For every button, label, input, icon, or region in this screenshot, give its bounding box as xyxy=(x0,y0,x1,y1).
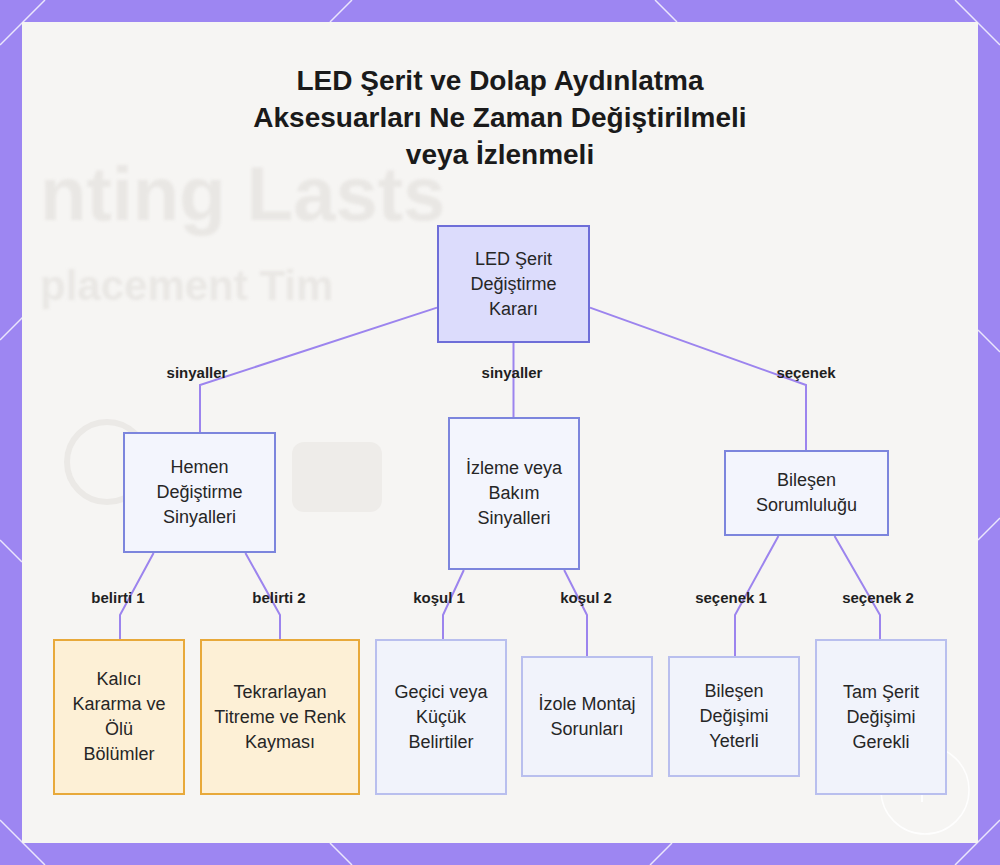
diagram-title: LED Şerit ve Dolap Aydınlatma Aksesuarla… xyxy=(250,62,750,173)
urgent-leaf-box: Kalıcı Kararma ve Ölü Bölümler xyxy=(53,639,185,795)
node-text: Hemen Değiştirme Sinyalleri xyxy=(137,455,262,530)
connector xyxy=(590,308,806,450)
leaf-box: Tam Şerit Değişimi Gerekli xyxy=(815,639,947,795)
watermark-text: placement Tim xyxy=(40,262,333,310)
edge-label: sinyaller xyxy=(482,364,543,381)
node-text: Geçici veya Küçük Belirtiler xyxy=(389,680,493,755)
category-box: Bileşen Sorumluluğu xyxy=(724,450,889,536)
node-text-group: Kalıcı Kararma ve Ölü Bölümler xyxy=(67,667,171,767)
node-text: Bileşen Sorumluluğu xyxy=(738,468,875,518)
urgent-leaf-box: Tekrarlayan Titreme ve Renk Kayması xyxy=(200,639,360,795)
edge-label: seçenek 2 xyxy=(842,589,914,606)
blurred-icon xyxy=(292,442,382,512)
connector-line xyxy=(590,308,806,450)
node-text: Kalıcı Kararma ve Ölü Bölümler xyxy=(67,667,171,767)
connector-line xyxy=(564,570,587,656)
connector xyxy=(200,308,437,432)
node-text-group: İzole Montaj Sorunları xyxy=(535,692,639,742)
node-text: İzleme veya Bakım Sinyalleri xyxy=(462,456,566,531)
node-text-group: Tam Şerit Değişimi Gerekli xyxy=(829,680,933,755)
edge-label: sinyaller xyxy=(167,364,228,381)
connector-line xyxy=(200,308,437,432)
node-text: Tekrarlayan Titreme ve Renk Kayması xyxy=(214,680,346,755)
node-text-group: Bileşen Sorumluluğu xyxy=(738,468,875,518)
node-text-group: Geçici veya Küçük Belirtiler xyxy=(389,680,493,755)
leaf-box: Bileşen Değişimi Yeterli xyxy=(668,656,800,777)
node-text-group: İzleme veya Bakım Sinyalleri xyxy=(462,456,566,531)
node-text-group: Bileşen Değişimi Yeterli xyxy=(682,679,786,754)
watermark-text: nting Lasts xyxy=(40,150,445,237)
category-box: Hemen Değiştirme Sinyalleri xyxy=(123,432,276,553)
edge-label: koşul 2 xyxy=(560,589,612,606)
root-box: LED Şerit Değiştirme Kararı xyxy=(437,225,590,343)
edge-label: belirti 2 xyxy=(252,589,305,606)
node-text: İzole Montaj Sorunları xyxy=(535,692,639,742)
edge-label: seçenek 1 xyxy=(695,589,767,606)
leaf-box: İzole Montaj Sorunları xyxy=(521,656,653,777)
node-text: Bileşen Değişimi Yeterli xyxy=(682,679,786,754)
edge-label: koşul 1 xyxy=(413,589,465,606)
node-text-group: Tekrarlayan Titreme ve Renk Kayması xyxy=(214,680,346,755)
edge-label: belirti 1 xyxy=(91,589,144,606)
edge-label: seçenek xyxy=(776,364,835,381)
connector-line xyxy=(835,536,880,639)
category-box: İzleme veya Bakım Sinyalleri xyxy=(448,417,580,570)
node-text: LED Şerit Değiştirme Kararı xyxy=(451,247,576,322)
leaf-box: Geçici veya Küçük Belirtiler xyxy=(375,639,507,795)
node-text: Tam Şerit Değişimi Gerekli xyxy=(829,680,933,755)
node-text-group: Hemen Değiştirme Sinyalleri xyxy=(137,455,262,530)
connector xyxy=(564,570,587,656)
connector xyxy=(835,536,880,639)
node-text-group: LED Şerit Değiştirme Kararı xyxy=(451,247,576,322)
